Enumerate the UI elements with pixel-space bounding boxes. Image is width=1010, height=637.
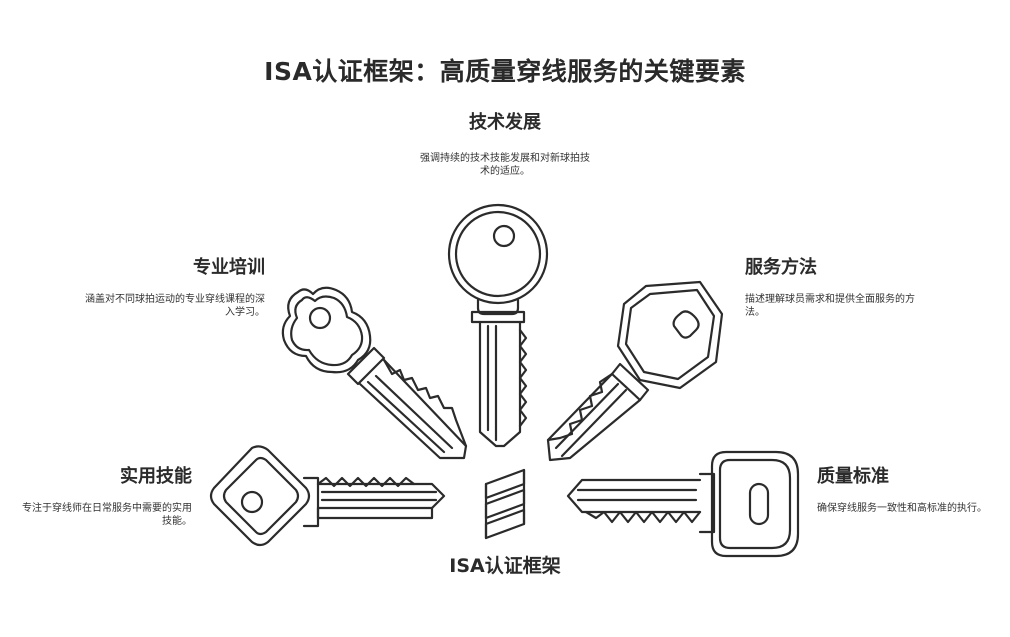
label-desc: 确保穿线服务一致性和高标准的执行。 — [817, 503, 987, 514]
key-upper-left-icon — [281, 286, 468, 460]
key-lower-right-icon — [566, 450, 800, 558]
label-practical-skills: 实用技能 专注于穿线师在日常服务中需要的实用技能。 — [20, 462, 192, 528]
page-title: ISA认证框架：高质量穿线服务的关键要素 — [264, 57, 746, 86]
label-desc: 涵盖对不同球拍运动的专业穿线课程的深入学习。 — [85, 294, 265, 318]
key-lower-left-icon — [209, 445, 446, 547]
label-professional-training: 专业培训 涵盖对不同球拍运动的专业穿线课程的深入学习。 — [80, 253, 265, 319]
label-desc: 强调持续的技术技能发展和对新球拍技术的适应。 — [420, 153, 590, 177]
label-service-method: 服务方法 描述理解球员需求和提供全面服务的方法。 — [745, 253, 930, 319]
label-title: 实用技能 — [120, 466, 192, 487]
label-title: 技术发展 — [469, 112, 541, 133]
label-desc: 描述理解球员需求和提供全面服务的方法。 — [745, 294, 915, 318]
spring-icon — [484, 468, 526, 540]
label-desc: 专注于穿线师在日常服务中需要的实用技能。 — [22, 503, 192, 527]
label-title: 专业培训 — [193, 257, 265, 278]
label-title: 服务方法 — [745, 257, 817, 278]
label-quality-standard: 质量标准 确保穿线服务一致性和高标准的执行。 — [817, 462, 997, 515]
label-tech-development: 技术发展 强调持续的技术技能发展和对新球拍技术的适应。 — [395, 108, 615, 178]
key-upper-right-icon — [546, 280, 724, 462]
key-top-icon — [447, 203, 549, 448]
label-title: 质量标准 — [817, 466, 889, 487]
center-label: ISA认证框架 — [449, 555, 561, 577]
